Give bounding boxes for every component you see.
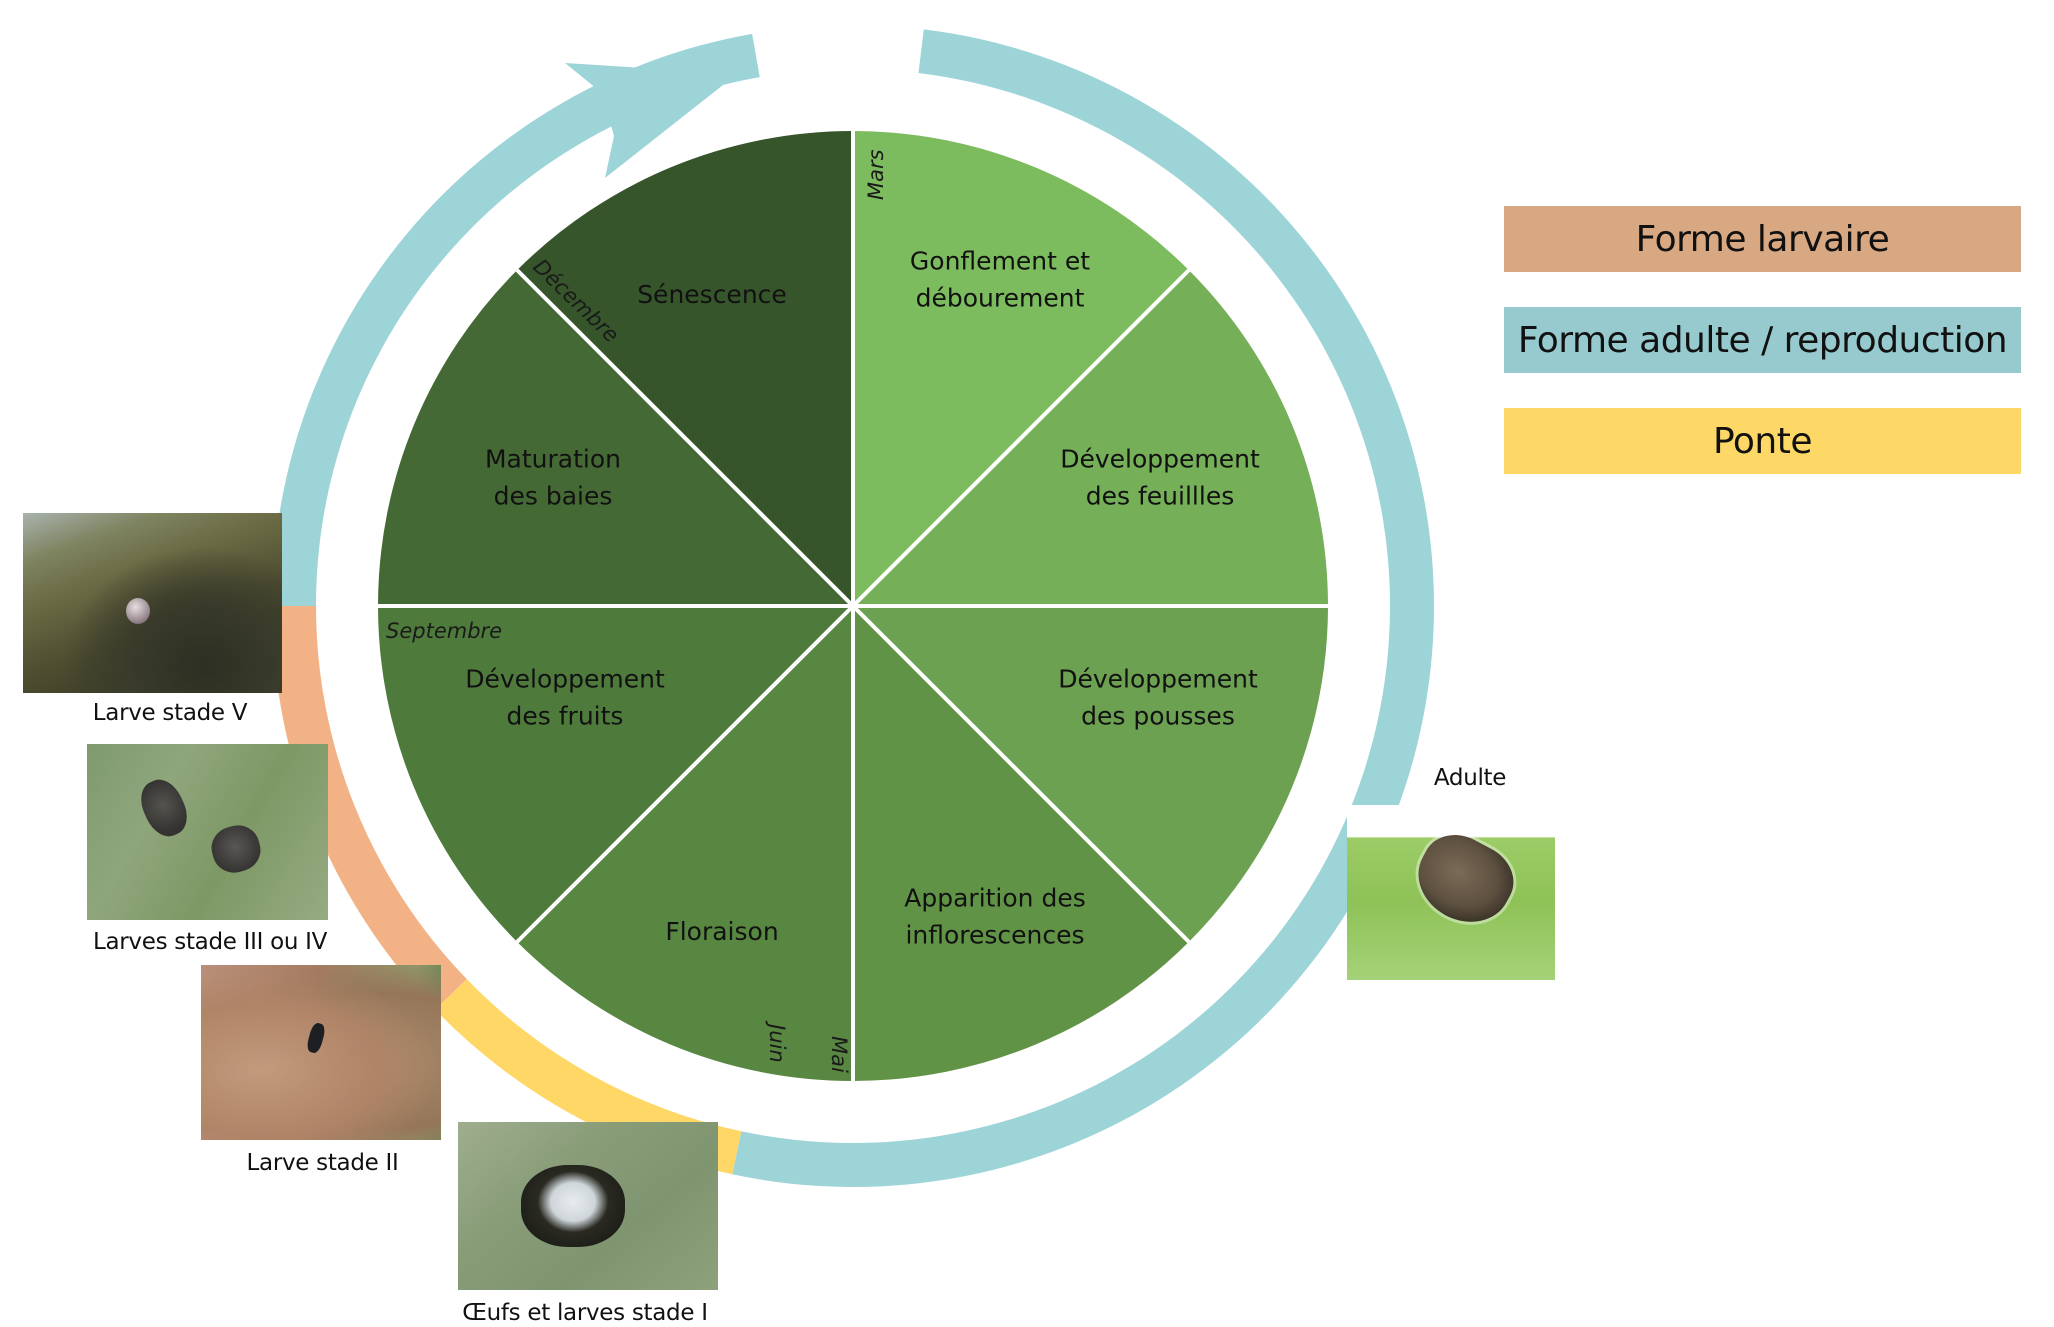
wheel-dividers [378, 131, 1328, 1081]
bug-larva-3 [133, 773, 195, 843]
month-mai: Mai [827, 1036, 851, 1073]
caption-eggs-stage-1: Œufs et larves stade I [462, 1300, 708, 1326]
wedge-maturation [378, 270, 853, 606]
photo-larva-stage-5 [23, 513, 282, 693]
wedge-gonflement [853, 131, 1189, 606]
wedge-label-floraison: Floraison [665, 917, 778, 946]
wedge-pousses [853, 606, 1328, 942]
legend-adult-label: Forme adulte / reproduction [1517, 319, 2008, 361]
cycle-arrowhead [565, 63, 737, 178]
ring-segment-larval [272, 606, 467, 1010]
bug-larva-4 [206, 820, 266, 878]
legend-laying: Ponte [1504, 408, 2021, 474]
wedge-feuilles [853, 270, 1328, 606]
wedge-label-senescence: Sénescence [637, 280, 787, 309]
legend-adult: Forme adulte / reproduction [1504, 307, 2021, 373]
legend-laying-label: Ponte [1712, 420, 1813, 462]
month-septembre: Septembre [386, 619, 502, 643]
caption-larva-stage-2: Larve stade II [246, 1150, 399, 1176]
ring-segment-adult-arrow [272, 33, 760, 606]
photo-larvae-stage-3-4 [87, 744, 328, 920]
divider-line [851, 604, 1191, 944]
bug-adult [1403, 822, 1526, 938]
caption-larva-stage-5: Larve stade V [92, 700, 248, 726]
wedge-inflorescences [853, 606, 1189, 1081]
month-mars: Mars [864, 149, 888, 200]
legend-larval-label: Forme larvaire [1635, 218, 1890, 260]
caption-larvae-stage-3-4: Larves stade III ou IV [92, 929, 328, 955]
divider-line [515, 604, 855, 944]
bug-larva-5 [126, 598, 150, 624]
photo-adult [1347, 805, 1555, 980]
bug-larva-2 [305, 1021, 327, 1055]
photo-eggs-stage-1 [458, 1122, 718, 1290]
photo-larva-stage-2 [201, 965, 441, 1140]
wedge-fruits [378, 606, 853, 942]
wedge-senescence [517, 131, 853, 606]
wedge-floraison [517, 606, 853, 1081]
divider-line [515, 268, 855, 608]
month-juin: Juin [765, 1020, 789, 1063]
phenology-wheel [378, 131, 1328, 1081]
egg-mass [521, 1165, 625, 1247]
divider-line [851, 268, 1191, 608]
caption-adult: Adulte [1433, 765, 1507, 791]
legend-larval: Forme larvaire [1504, 206, 2021, 272]
